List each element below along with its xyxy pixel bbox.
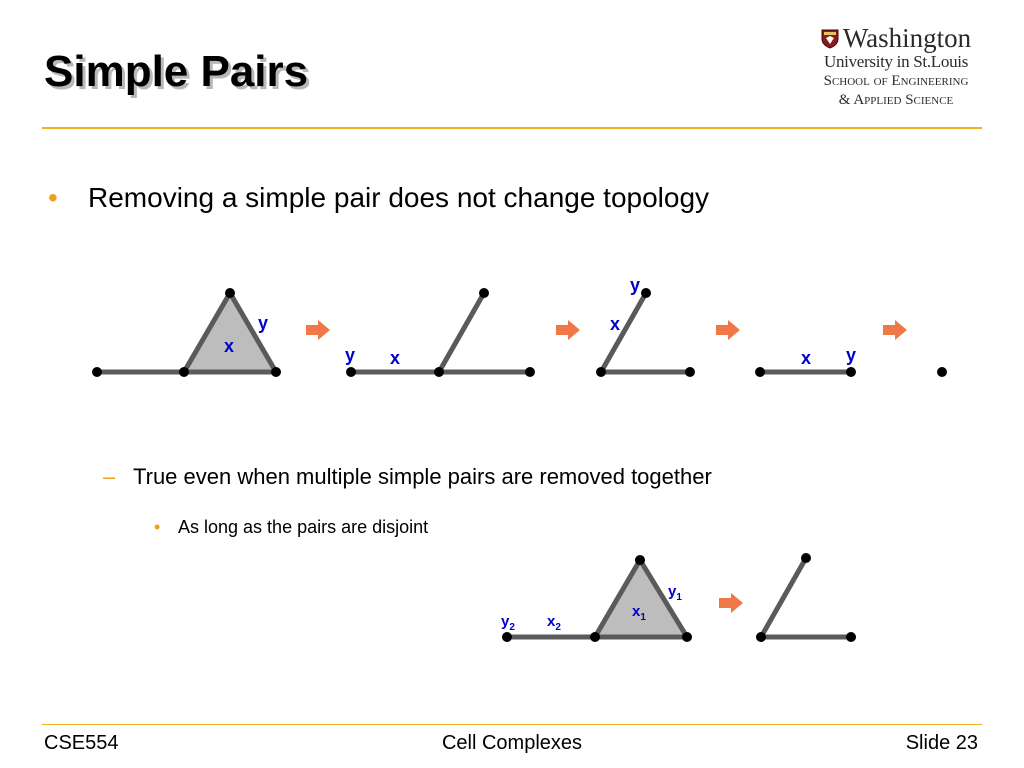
label-x: x — [224, 336, 234, 356]
footer-topic: Cell Complexes — [441, 732, 583, 754]
label-y1: y1 — [668, 583, 682, 603]
vertex — [92, 367, 102, 377]
bullet-level-2: –True even when multiple simple pairs ar… — [103, 463, 712, 491]
label-x2-main: x — [547, 613, 556, 630]
vertex — [846, 367, 856, 377]
vertex — [271, 367, 281, 377]
vertex — [682, 632, 692, 642]
vertex — [846, 632, 856, 642]
vertex — [590, 632, 600, 642]
edge — [758, 556, 809, 639]
diagram2-before: y1 x1 y2 x2 — [501, 555, 692, 642]
footer-divider — [42, 724, 982, 725]
vertex — [685, 367, 695, 377]
bullet-text: As long as the pairs are disjoint — [178, 517, 429, 537]
bullet-level-1: • Removing a simple pair does not change … — [48, 180, 709, 216]
arrow-icon — [719, 593, 743, 613]
arrow-icon — [883, 320, 907, 340]
triangle-face — [595, 560, 687, 637]
edge — [592, 558, 643, 639]
arrow-icon — [306, 320, 330, 340]
diagram2-after — [756, 553, 856, 642]
label-y: y — [630, 275, 640, 295]
label-x2: x2 — [547, 613, 561, 633]
bullet-level-3: • As long as the pairs are disjoint — [154, 515, 428, 539]
bullet-marker: • — [48, 182, 58, 213]
logo-washington: Washington — [842, 23, 972, 53]
bullet-marker: • — [154, 517, 161, 537]
label-y: y — [345, 345, 355, 365]
university-shield-icon — [821, 29, 839, 49]
vertex — [635, 555, 645, 565]
vertex — [346, 367, 356, 377]
diagram1-stage3: y x — [596, 275, 695, 377]
vertex — [225, 288, 235, 298]
label-y: y — [846, 345, 856, 365]
bullet-marker: – — [103, 464, 116, 489]
header-divider — [42, 127, 982, 129]
edge — [436, 291, 487, 374]
label-y2: y2 — [501, 613, 515, 633]
diagram1-stage1: y x — [92, 288, 281, 377]
triangle-face — [184, 293, 276, 372]
logo-line-2: University in St.Louis — [823, 52, 969, 71]
logo-line-4: & Applied Science — [838, 92, 954, 108]
bullet-text: True even when multiple simple pairs are… — [133, 464, 712, 489]
edge — [598, 291, 649, 374]
diagram1-stage4: x y — [755, 345, 856, 377]
vertex — [596, 367, 606, 377]
label-y2-main: y — [501, 613, 510, 630]
logo-line-3: School of Engineering — [823, 73, 969, 89]
vertex — [641, 288, 651, 298]
vertex — [756, 632, 766, 642]
edge — [227, 291, 279, 374]
label-x: x — [801, 348, 811, 368]
label-x2-sub: 2 — [555, 622, 561, 633]
label-y1-main: y — [668, 583, 677, 600]
edge — [181, 291, 233, 374]
arrow-icon — [556, 320, 580, 340]
label-y2-sub: 2 — [509, 622, 515, 633]
vertex — [525, 367, 535, 377]
vertex — [937, 367, 947, 377]
university-logo: Washington University in St.Louis School… — [808, 24, 984, 116]
footer-slide-number: Slide 23 — [905, 732, 978, 754]
diagram1-stage2: y x — [345, 288, 535, 377]
edge — [637, 558, 690, 639]
vertex — [179, 367, 189, 377]
vertex — [479, 288, 489, 298]
bullet-text: Removing a simple pair does not change t… — [88, 182, 710, 213]
vertex — [801, 553, 811, 563]
label-x: x — [610, 314, 620, 334]
vertex — [434, 367, 444, 377]
vertex — [755, 367, 765, 377]
label-x1-sub: 1 — [640, 612, 646, 623]
slide-title: Simple Pairs — [44, 47, 309, 96]
label-y: y — [258, 313, 268, 333]
footer-course: CSE554 — [44, 732, 119, 754]
label-x1-main: x — [632, 603, 641, 620]
vertex — [502, 632, 512, 642]
label-x1: x1 — [632, 603, 646, 623]
label-x: x — [390, 348, 400, 368]
logo-line-1: Washington — [808, 24, 984, 52]
label-y1-sub: 1 — [676, 592, 682, 603]
arrow-icon — [716, 320, 740, 340]
